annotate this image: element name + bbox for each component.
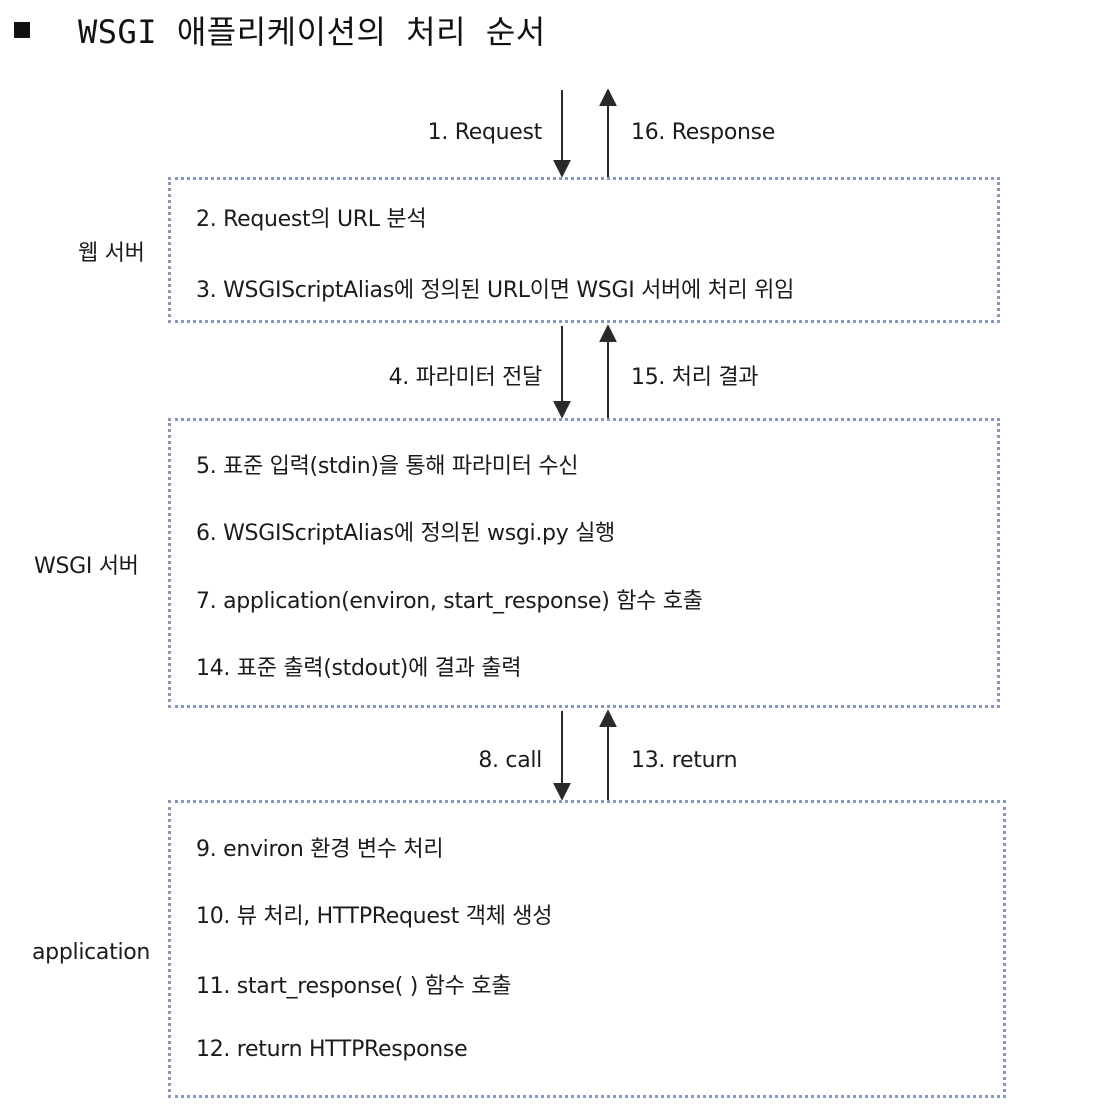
step-9: 9. environ 환경 변수 처리 [196,837,444,862]
step-7: 7. application(environ, start_response) … [196,589,703,614]
flow-label-param-pass: 4. 파라미터 전달 [388,365,543,390]
flow-label-call: 8. call [478,748,542,773]
title-text: WSGI 애플리케이션의 처리 순서 [78,13,546,51]
step-6: 6. WSGIScriptAlias에 정의된 wsgi.py 실행 [196,521,615,546]
wsgi-server-box [168,418,1000,708]
step-5: 5. 표준 입력(stdin)을 통해 파라미터 수신 [196,454,579,479]
wsgi-server-label: WSGI 서버 [34,554,139,579]
flow-label-process-result: 15. 처리 결과 [631,365,759,390]
application-label: application [32,940,151,965]
step-2: 2. Request의 URL 분석 [196,207,427,232]
flow-label-request: 1. Request [427,120,543,145]
step-3: 3. WSGIScriptAlias에 정의된 URL이면 WSGI 서버에 처… [196,278,795,303]
flow-label-response: 16. Response [631,120,776,145]
web-server-box [168,177,1000,323]
step-10: 10. 뷰 처리, HTTPRequest 객체 생성 [196,904,553,929]
step-14: 14. 표준 출력(stdout)에 결과 출력 [196,656,522,681]
application-box [168,800,1006,1098]
step-11: 11. start_response( ) 함수 호출 [196,974,512,999]
step-12: 12. return HTTPResponse [196,1037,468,1062]
flow-label-return: 13. return [631,748,738,773]
web-server-label: 웹 서버 [78,241,145,266]
diagram-title: WSGI 애플리케이션의 처리 순서 [14,8,546,52]
title-bullet-icon [14,22,30,38]
